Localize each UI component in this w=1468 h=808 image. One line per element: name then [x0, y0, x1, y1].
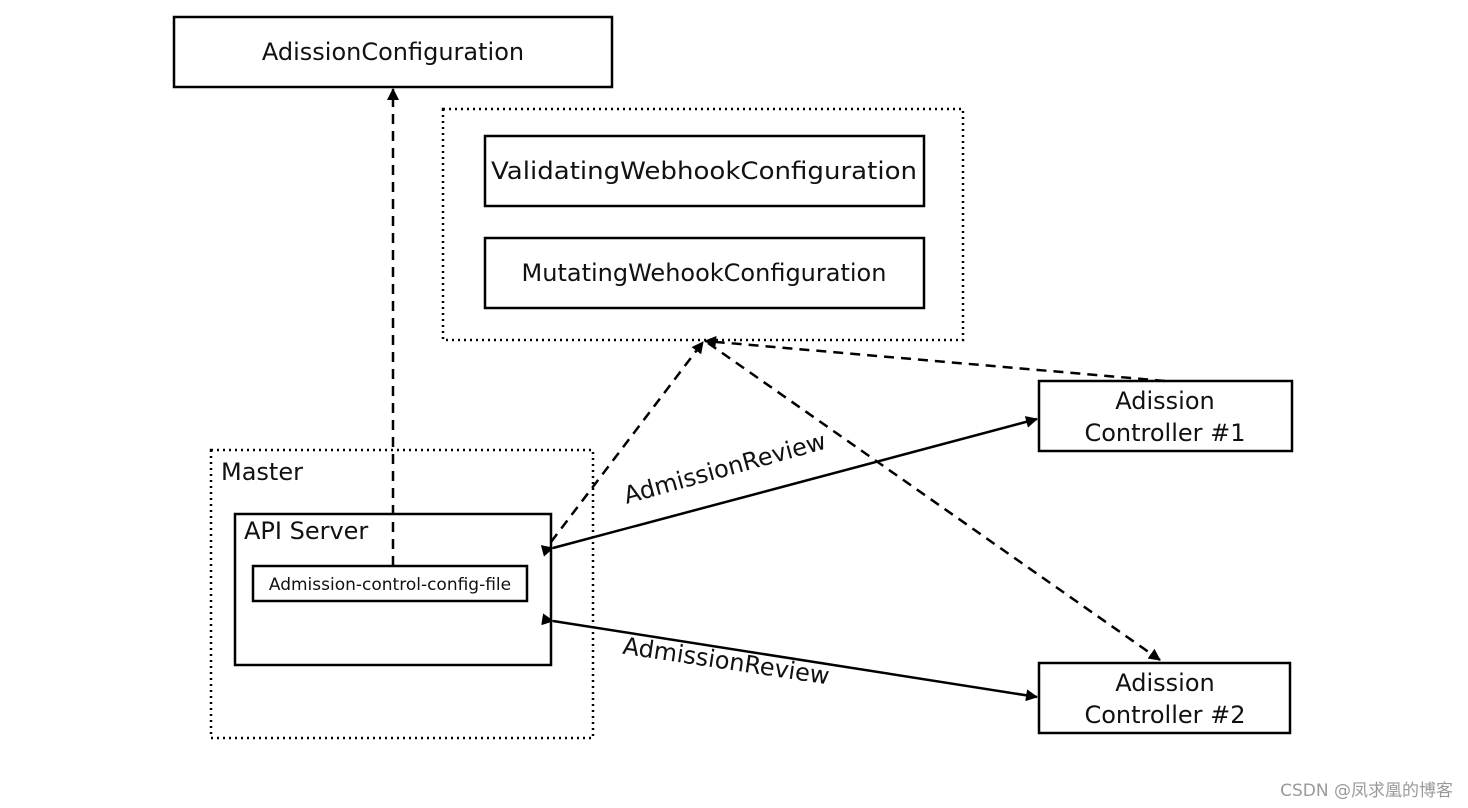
master-label: Master	[221, 458, 303, 486]
controller-1-to-webhook-arrow	[704, 335, 1166, 383]
validating-webhook-label: ValidatingWebhookConfiguration	[491, 157, 917, 185]
webhook-config-group-border	[441, 107, 965, 342]
admission-controller-1-node: Adission Controller #1	[1037, 379, 1294, 453]
api-server-label: API Server	[244, 517, 368, 545]
master-group-border	[209, 448, 595, 740]
admission-review-bottom-label: AdmissionReview	[621, 632, 831, 691]
api-server-node: API Server Admission-control-config-file	[233, 512, 553, 667]
admission-controller-2-label-line2: Controller #2	[1084, 701, 1245, 729]
adission-configuration-node: AdissionConfiguration	[172, 15, 614, 89]
adission-configuration-box	[172, 15, 614, 89]
admission-controller-2-label-line1: Adission	[1115, 669, 1214, 697]
admission-controller-1-label-line2: Controller #1	[1084, 419, 1245, 447]
admission-controller-2-box	[1037, 661, 1292, 735]
mutating-webhook-box	[483, 236, 926, 310]
validating-webhook-box	[483, 134, 926, 208]
master-group: Master	[209, 448, 595, 740]
api-server-controller-1-review-arrow	[540, 416, 1038, 557]
admission-controller-1-label-line1: Adission	[1115, 387, 1214, 415]
admission-review-top-label: AdmissionReview	[621, 427, 829, 510]
api-server-to-webhook-arrow	[550, 341, 704, 543]
watermark: CSDN @凤求凰的博客	[1280, 781, 1453, 801]
adission-configuration-label: AdissionConfiguration	[262, 38, 524, 66]
webhook-config-group: ValidatingWebhookConfiguration MutatingW…	[441, 107, 965, 342]
config-file-box	[251, 564, 529, 603]
config-file-label: Admission-control-config-file	[269, 575, 511, 595]
mutating-webhook-label: MutatingWehookConfiguration	[522, 259, 887, 287]
admission-controller-1-box	[1037, 379, 1294, 453]
api-server-controller-2-review-arrow	[541, 613, 1038, 702]
admission-controller-2-node: Adission Controller #2	[1037, 661, 1292, 735]
